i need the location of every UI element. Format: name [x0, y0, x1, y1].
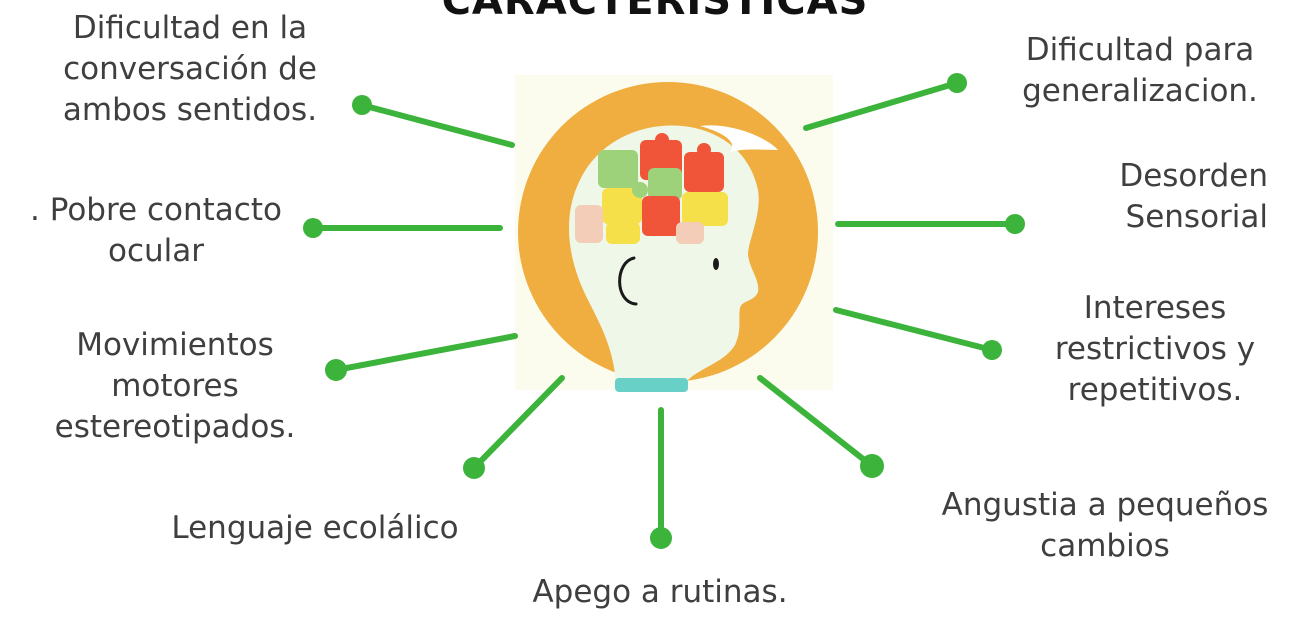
- connector-changes: [757, 375, 884, 478]
- connector-conversation: [352, 95, 515, 148]
- label-eye-contact: . Pobre contacto ocular: [30, 192, 282, 269]
- connector-routines: [650, 407, 672, 549]
- child-head-illustration: [515, 75, 833, 392]
- label-sensory: Desorden Sensorial: [1119, 158, 1268, 235]
- hair-highlight: [700, 125, 778, 152]
- connector-eye-contact: [303, 218, 503, 238]
- ear-outline: [618, 256, 638, 306]
- connector-echolalia: [463, 375, 565, 479]
- label-movements: Movimientos motores estereotipados.: [54, 327, 296, 445]
- label-interests: Intereses restrictivos y repetitivos.: [1054, 290, 1256, 408]
- label-generalization: Dificultad para generalizacion.: [1022, 32, 1258, 109]
- connector-generalization: [803, 73, 967, 131]
- label-routines: Apego a rutinas.: [532, 574, 788, 610]
- connector-interests: [833, 307, 1002, 360]
- connector-movements: [325, 333, 518, 381]
- label-conversation: Dificultad en la conversación de ambos s…: [62, 10, 318, 128]
- label-changes: Angustia a pequeños cambios: [941, 487, 1269, 564]
- puzzle-brain: [575, 133, 728, 244]
- label-echolalia: Lenguaje ecolálico: [171, 510, 459, 546]
- eye: [713, 258, 719, 270]
- collar: [615, 378, 688, 392]
- connector-sensory: [835, 214, 1025, 234]
- diagram-title: CARACTERÍSTICAS: [441, 0, 869, 24]
